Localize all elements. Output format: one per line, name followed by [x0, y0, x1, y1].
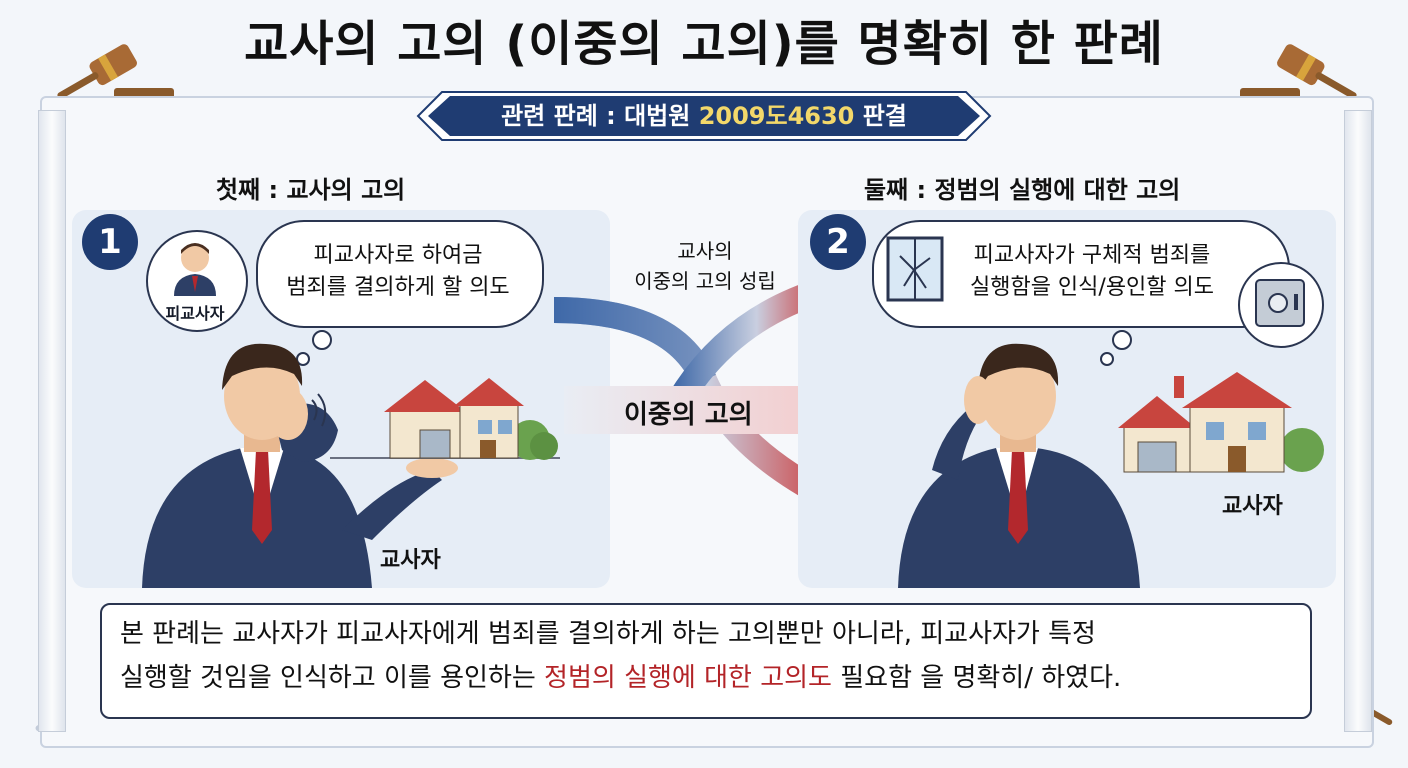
- middle-caption: 교사의 이중의 고의 성립: [590, 236, 820, 296]
- instigator-figure: [142, 343, 458, 588]
- summary-line-2-start: 실행할 것임을 인식하고 이를 용인하는: [120, 663, 545, 693]
- house-icon: [1118, 372, 1324, 473]
- middle-caption-line-2: 이중의 고의 성립: [634, 269, 776, 293]
- middle-caption-line-1: 교사의: [677, 239, 733, 263]
- avatar-label: 피교사자: [165, 304, 225, 323]
- safe-icon: [1255, 279, 1305, 327]
- right-heading: 둘째 : 정범의 실행에 대한 고의: [864, 176, 1181, 204]
- summary-text: 본 판례는 교사자가 피교사자에게 범죄를 결의하게 하는 고의뿐만 아니라, …: [120, 612, 1290, 700]
- avatar: [174, 243, 216, 296]
- left-thought-bubble: [256, 220, 544, 328]
- step-number-2: 2: [810, 214, 866, 270]
- summary-box: [100, 603, 1312, 719]
- right-bubble-line-2: 실행함을 인식/용인할 의도: [969, 275, 1215, 300]
- left-heading: 첫째 : 교사의 고의: [216, 176, 406, 204]
- left-bubble-text: 피교사자로 하여금 범죄를 결의하게 할 의도: [256, 240, 540, 304]
- safe-circle: [1238, 262, 1324, 348]
- left-pillar: [38, 110, 66, 732]
- summary-emphasis: 정범의 실행에 대한 고의도: [544, 663, 832, 693]
- case-banner: [416, 91, 992, 141]
- broken-window-icon: [886, 236, 944, 302]
- case-banner-suffix: 판결: [854, 102, 907, 130]
- case-banner-prefix: 관련 판례 : 대법원: [501, 102, 699, 130]
- step-number-1: 1: [82, 214, 138, 270]
- case-number: 2009도4630: [698, 102, 855, 130]
- left-bubble-line-1: 피교사자로 하여금: [313, 243, 483, 268]
- right-bubble-line-1: 피교사자가 구체적 범죄를: [973, 243, 1211, 268]
- left-person-label: 교사자: [380, 548, 441, 573]
- thought-dot: [1112, 330, 1132, 350]
- right-bubble-text: 피교사자가 구체적 범죄를 실행함을 인식/용인할 의도: [944, 240, 1240, 304]
- case-banner-text: 관련 판례 : 대법원 2009도4630 판결: [416, 90, 992, 142]
- page-title: 교사의 고의 (이중의 고의)를 명확히 한 판례: [244, 16, 1164, 72]
- house-icon: [330, 378, 560, 460]
- summary-line-2: 실행할 것임을 인식하고 이를 용인하는 정범의 실행에 대한 고의도 필요함 …: [120, 656, 1290, 700]
- summary-line-1: 본 판례는 교사자가 피교사자에게 범죄를 결의하게 하는 고의뿐만 아니라, …: [120, 619, 1096, 649]
- perpetrator-figure: [898, 343, 1140, 588]
- left-bubble-line-2: 범죄를 결의하게 할 의도: [286, 275, 510, 300]
- double-intent-label: 이중의 고의: [624, 400, 753, 430]
- right-pillar: [1344, 110, 1372, 732]
- thought-dot: [1100, 352, 1114, 366]
- double-intent-arrows: [554, 268, 862, 526]
- thought-dot: [296, 352, 310, 366]
- right-person-label: 교사자: [1222, 494, 1283, 519]
- summary-line-2-end: 필요함 을 명확히/ 하였다.: [831, 663, 1122, 693]
- thought-dot: [312, 330, 332, 350]
